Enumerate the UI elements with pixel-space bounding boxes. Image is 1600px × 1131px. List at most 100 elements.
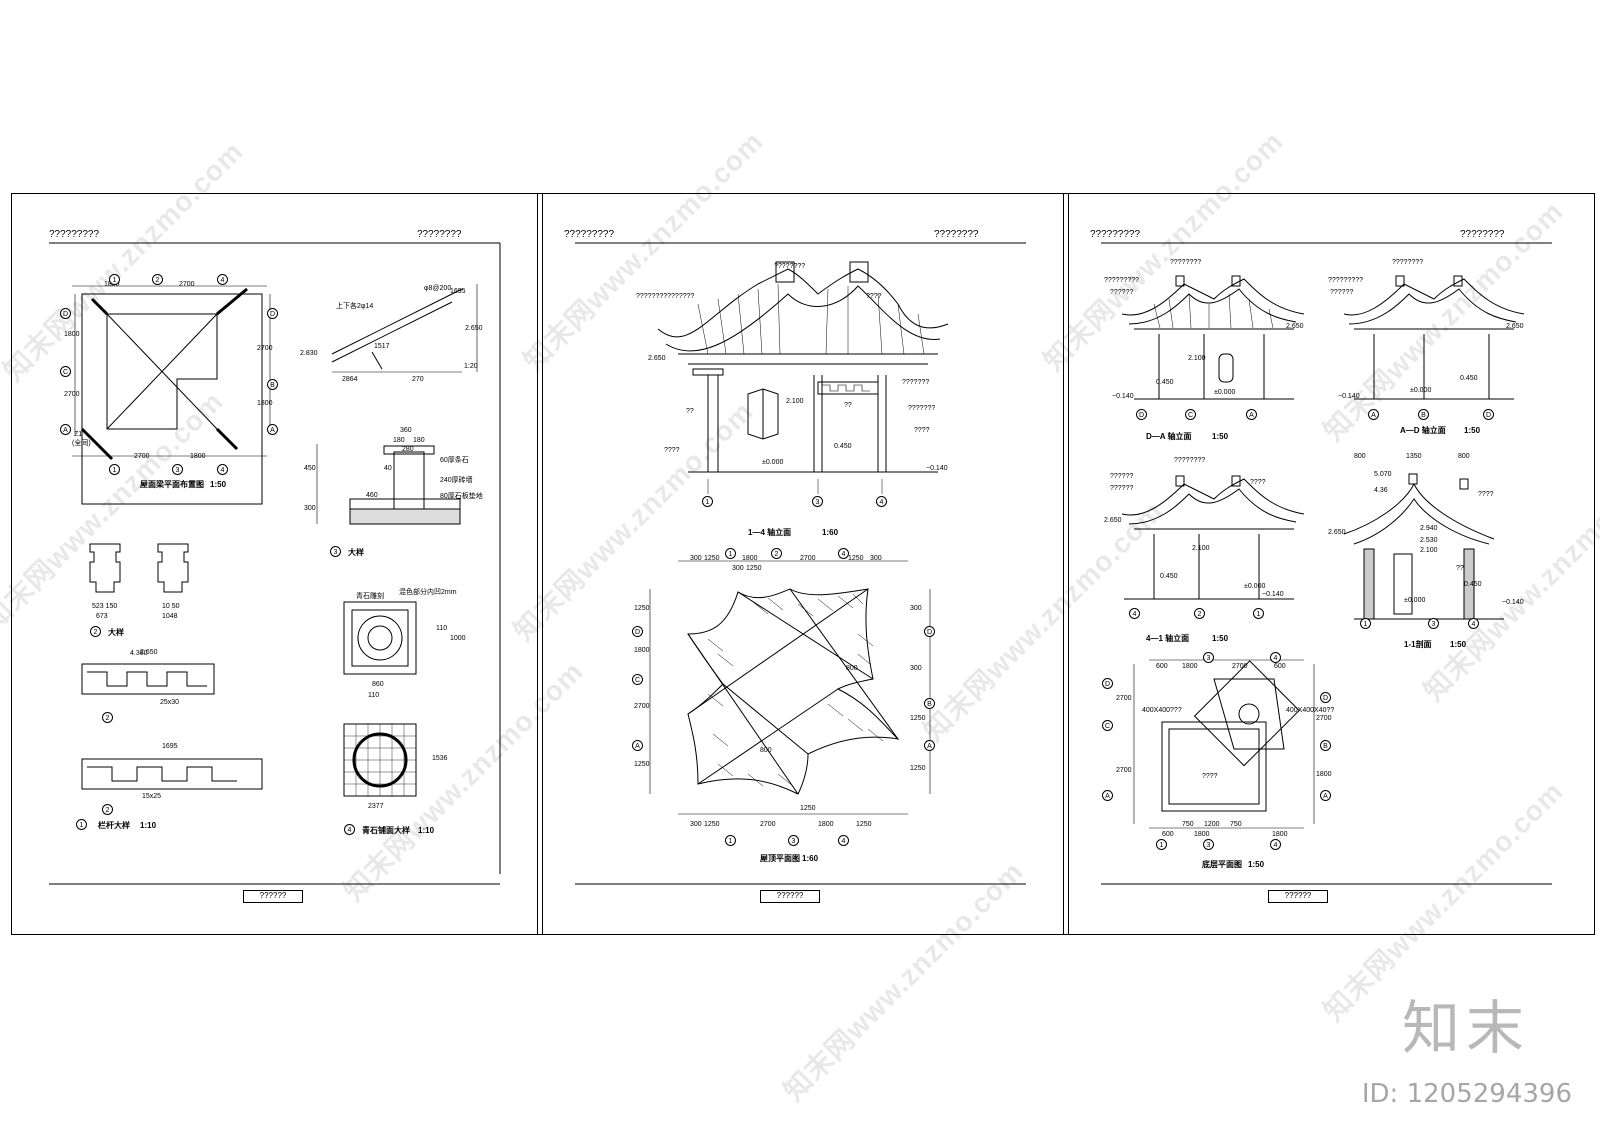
column-label: ????: [664, 447, 680, 454]
dim-label: 1350: [1406, 453, 1422, 460]
dim-label: 600: [1156, 663, 1168, 670]
axis-marker: D: [924, 626, 935, 637]
note-label: ????????: [1170, 259, 1202, 266]
sheet-footer: ??????: [1268, 890, 1328, 903]
caption-elevation: 1—4 轴立面: [748, 528, 792, 537]
dim-label: 1800: [64, 331, 80, 338]
elev-label: ±0.000: [762, 459, 784, 466]
roof-label: ????: [866, 293, 882, 300]
dim-label: 800: [760, 747, 772, 754]
axis-marker: D: [1136, 409, 1147, 420]
dim-label: 360: [400, 427, 412, 434]
sheet-header-left: ?????????: [564, 229, 615, 240]
dim-label: 800: [846, 665, 858, 672]
elev-label: 2.650: [1104, 517, 1122, 524]
material-label: 240厚砖墙: [440, 477, 473, 484]
axis-marker: D: [632, 626, 643, 637]
dim-label: 270: [412, 376, 424, 383]
drawing-sheet-1: ????????? ???????? 1800 2700 1800 2700 2…: [11, 193, 543, 935]
caption-scale: 1:50: [1212, 634, 1229, 643]
caption-roof-beam-plan: 屋面梁平面布置图: [140, 480, 204, 489]
dim-label: 110: [436, 625, 448, 632]
material-label: 80厚石板垫地: [440, 493, 483, 500]
axis-marker: A: [632, 740, 643, 751]
axis-marker: 4: [1270, 839, 1281, 850]
right-label: ???????: [902, 379, 930, 386]
elev-label: 5.070: [1374, 471, 1392, 478]
detail-number: 3: [330, 546, 341, 557]
dim-label: 1250: [800, 805, 816, 812]
dim-label: 600: [1162, 831, 1174, 838]
axis-marker: A: [924, 740, 935, 751]
note-label: ??: [1456, 565, 1464, 572]
dim-label: 1250: [704, 555, 720, 562]
roof-top-label: ????????: [774, 263, 806, 270]
elev-label: −0.140: [926, 465, 948, 472]
caption-floor-plan: 底层平面图: [1202, 860, 1242, 869]
dim-label: 460: [366, 492, 378, 499]
elev-label: 2.650: [648, 355, 666, 362]
sheet-header-right: ????????: [1460, 229, 1505, 240]
elev-label: 0.450: [1156, 379, 1174, 386]
drawing-sheet-2: ????????? ???????? ???????? ????????????…: [537, 193, 1069, 935]
dim-label: 750: [1182, 821, 1194, 828]
dim-label: 450: [304, 465, 316, 472]
dim-label: 300: [870, 555, 882, 562]
section-label: 25x30: [160, 699, 180, 706]
axis-marker: 2: [1194, 608, 1205, 619]
dim-label: 1800: [1272, 831, 1288, 838]
elev-label: −0.140: [1502, 599, 1524, 606]
dim-label: 1695: [162, 743, 178, 750]
axis-marker: B: [1320, 740, 1331, 751]
axis-marker: 4: [1129, 608, 1140, 619]
dim-label: 1:20: [464, 363, 478, 370]
axis-marker: C: [1102, 720, 1113, 731]
dim-label: 2377: [368, 803, 384, 810]
column-label: 400X400???: [1142, 707, 1182, 714]
caption-section-11: 1-1剖面: [1404, 640, 1432, 649]
dim-label: 1800: [1316, 771, 1332, 778]
dim-label: 280: [402, 446, 414, 453]
dim-label: 2.650: [140, 649, 158, 656]
axis-marker: 4: [876, 496, 887, 507]
dim-label: 800: [1458, 453, 1470, 460]
note-label: ????????: [1392, 259, 1424, 266]
rebar-label: φ8@200: [424, 285, 452, 292]
right-label: ???????: [908, 405, 936, 412]
sheet1-drawing: [49, 242, 501, 885]
caption-elev-41: 4—1 轴立面: [1146, 634, 1190, 643]
dim-label: 1800: [818, 821, 834, 828]
elev-label: 2.530: [1420, 537, 1438, 544]
dim-label: 1800: [1194, 831, 1210, 838]
axis-marker: D: [1320, 692, 1331, 703]
dim-label: 300: [690, 821, 702, 828]
axis-marker: 1: [109, 464, 120, 475]
detail-number: 2: [102, 804, 113, 815]
dim-label: 2700: [257, 345, 273, 352]
dim-label: 2.650: [465, 325, 483, 332]
dim-label: 2864: [342, 376, 358, 383]
axis-marker: A: [1320, 790, 1331, 801]
elev-label: 0.450: [834, 443, 852, 450]
dim-label: 1000: [450, 635, 466, 642]
caption-scale: 1:60: [802, 854, 819, 863]
axis-marker: 4: [217, 464, 228, 475]
dim-label: 750: [1230, 821, 1242, 828]
note-label: ?????????: [1328, 277, 1364, 284]
dim-label: 2700: [1116, 695, 1132, 702]
elev-label: ±0.000: [1404, 597, 1426, 604]
axis-marker: D: [267, 308, 278, 319]
dim-label: 1048: [162, 613, 178, 620]
elev-label: −0.140: [1112, 393, 1134, 400]
sheet-footer: ??????: [760, 890, 820, 903]
elev-label: 0.450: [1460, 375, 1478, 382]
axis-marker: 4: [1468, 618, 1479, 629]
sheet-header-left: ?????????: [49, 229, 100, 240]
caption-footing-detail: 大样: [348, 548, 364, 557]
dim-label: 300: [732, 565, 744, 572]
axis-marker: 2: [771, 548, 782, 559]
axis-marker: A: [60, 424, 71, 435]
dim-label: 1800: [190, 453, 206, 460]
roof-label: ???????????????: [636, 293, 695, 300]
axis-marker: 3: [812, 496, 823, 507]
